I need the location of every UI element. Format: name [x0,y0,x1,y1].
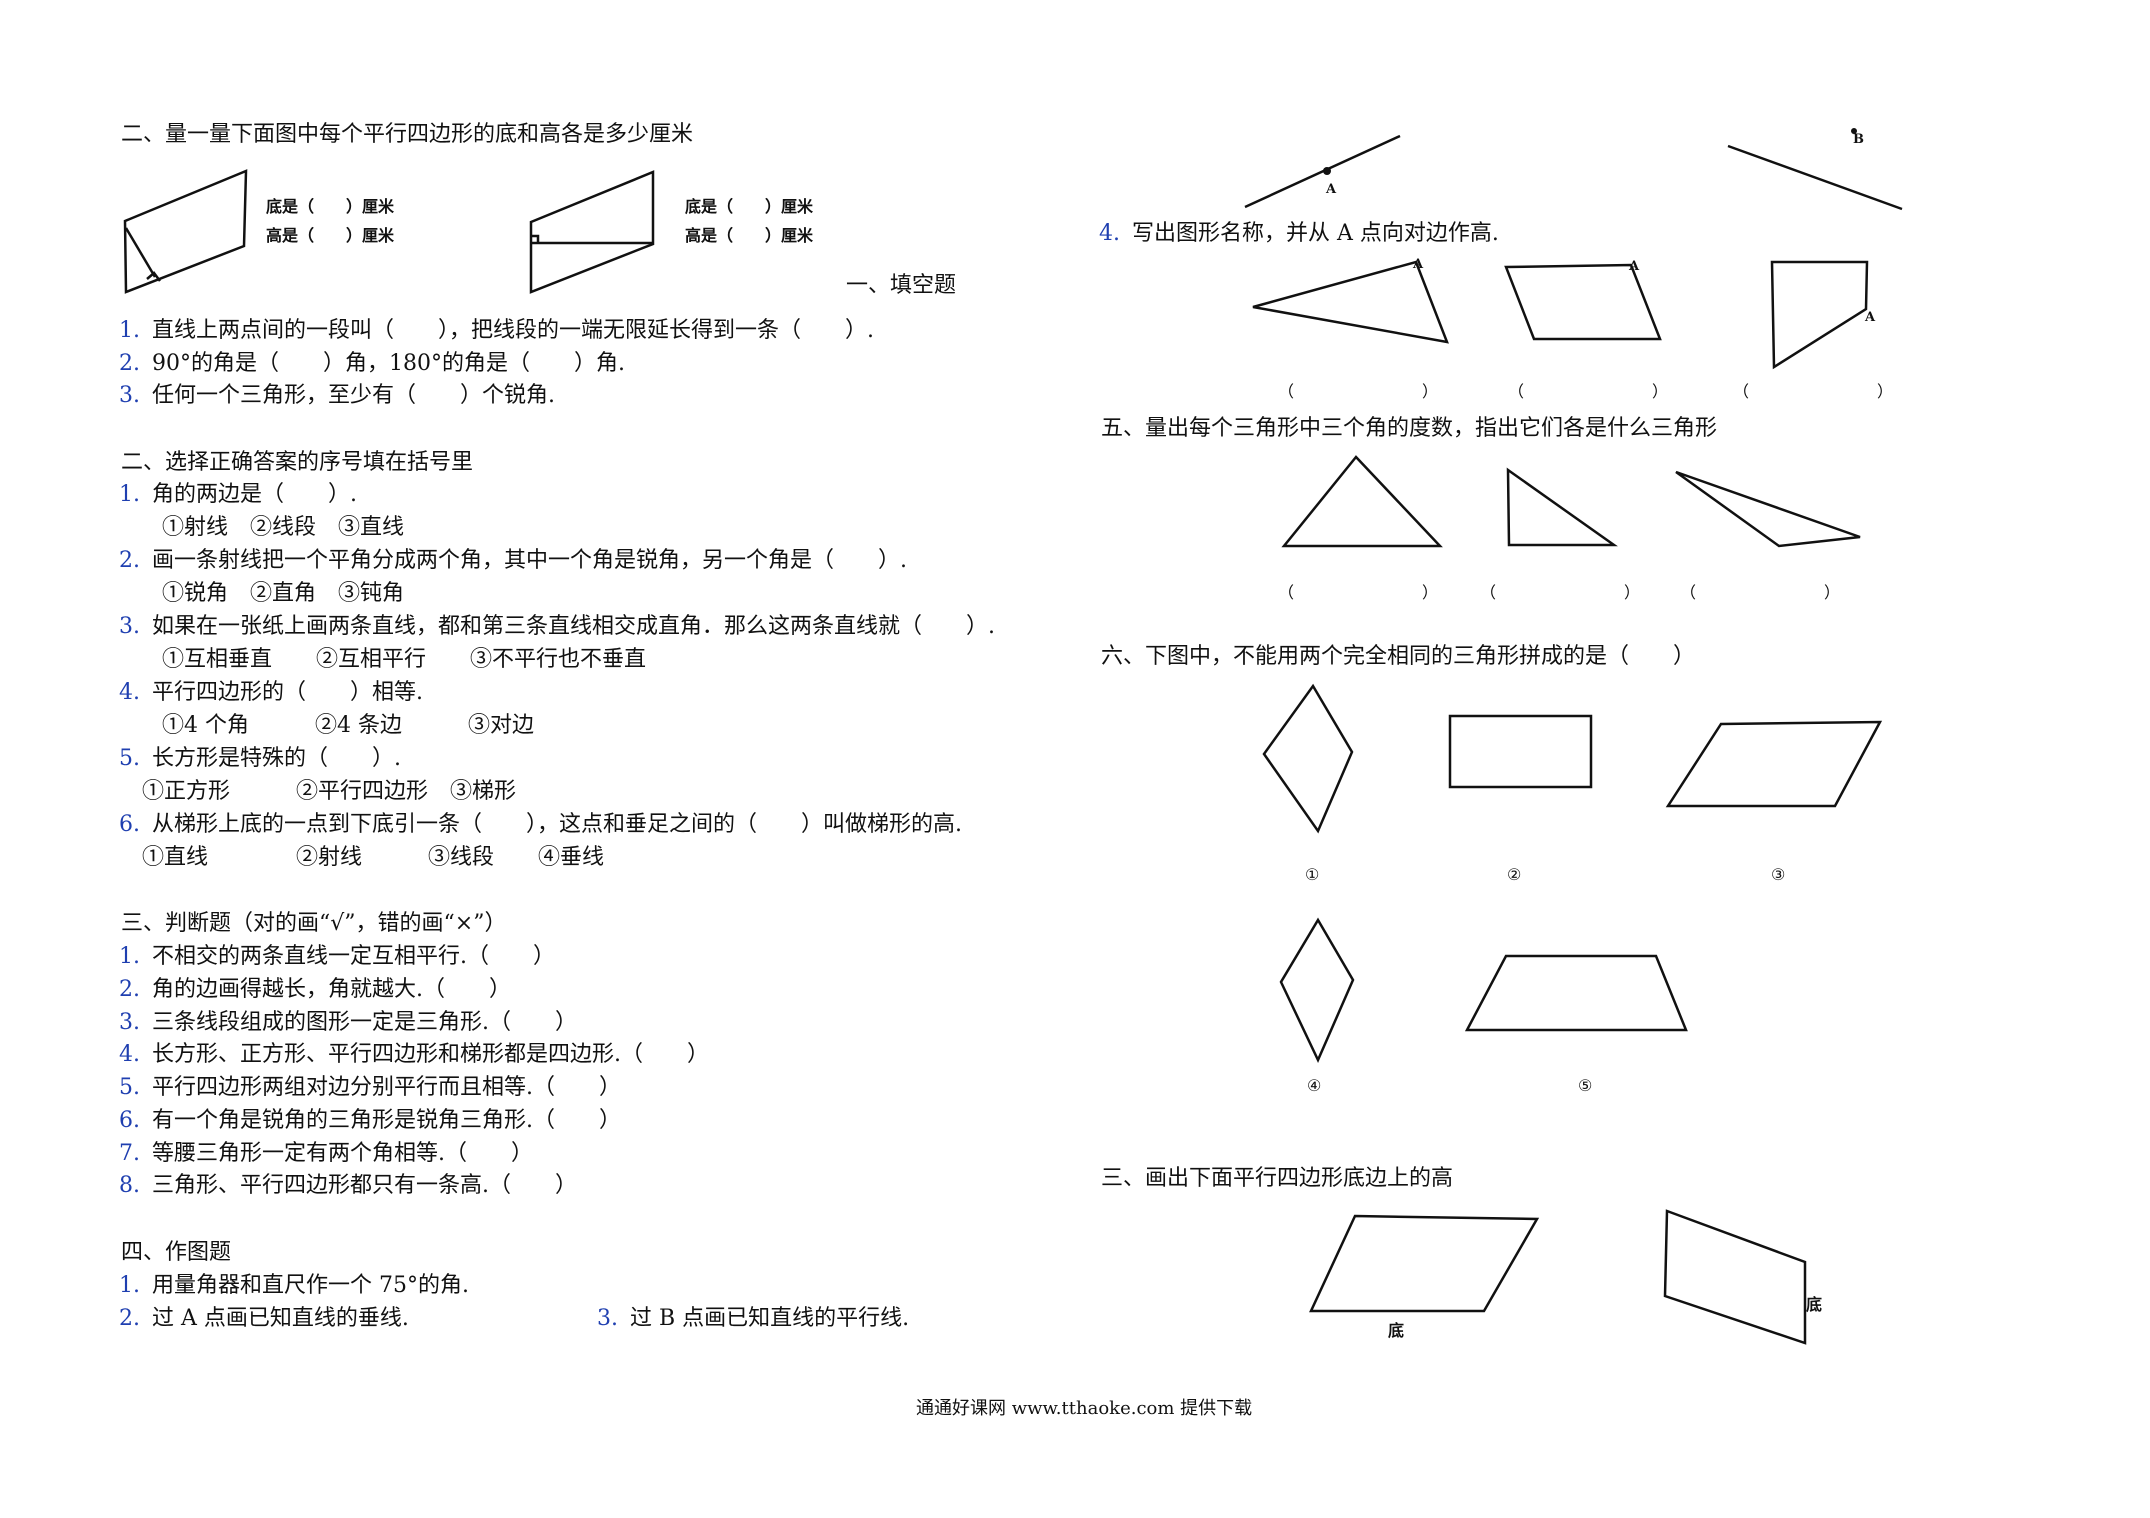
judge-item-text: 等腰三角形一定有两个角相等.（ ） [152,1141,533,1166]
judge-item-text: 角的边画得越长，角就越大.（ ） [152,977,511,1002]
fill-item-text: 任何一个三角形，至少有（ ）个锐角. [152,383,555,408]
choice-item-num: 5. [119,746,140,771]
fill-item-text: 90°的角是（ ）角，180°的角是（ ）角. [152,351,625,376]
drawing-item-num: 1. [119,1273,140,1298]
choice-item-text: 平行四边形的（ ）相等. [152,680,423,705]
q4-triangle [1252,260,1449,344]
q3-title: 三、画出下面平行四边形底边上的高 [1101,1166,1454,1191]
q6-rhombus-1 [1262,683,1354,834]
q4-text: 写出图形名称，并从 A 点向对边作高. [1132,221,1499,246]
choice-item-num: 1. [119,482,140,507]
footer-credit: 通通好课网 www.tthaoke.com 提供下载 [916,1398,1253,1419]
drawing-title: 四、作图题 [121,1240,232,1265]
q6-rectangle [1448,714,1593,789]
measure-base-1: 底是（ ）厘米 [266,197,395,216]
drawing-item-text: 过 B 点画已知直线的平行线. [630,1306,910,1331]
drawing-item-text: 用量角器和直尺作一个 75°的角. [152,1273,469,1298]
choice-item-num: 6. [119,812,140,837]
choice-item-text: 如果在一张纸上画两条直线，都和第三条直线相交成直角．那么这两条直线就（ ）. [152,614,995,639]
fill-blank-title: 一、填空题 [846,273,957,298]
q6-label-1: ① [1305,865,1320,884]
q4-vertex-label-2: A [1629,259,1640,274]
q4-blank-3: （ ） [1733,382,1894,401]
judge-item-text: 长方形、正方形、平行四边形和梯形都是四边形.（ ） [152,1042,709,1067]
choice-item-options: ①互相垂直 ②互相平行 ③不平行也不垂直 [162,647,647,672]
judge-item-num: 2. [119,977,140,1002]
choice-item-options: ①射线 ②线段 ③直线 [162,515,405,540]
judge-item-num: 7. [119,1141,140,1166]
judge-item-text: 三角形、平行四边形都只有一条高.（ ） [152,1173,577,1198]
judge-item-text: 有一个角是锐角的三角形是锐角三角形.（ ） [152,1108,621,1133]
choice-item-options: ①正方形 ②平行四边形 ③梯形 [142,779,517,804]
choice-item-num: 2. [119,548,140,573]
q5-triangle-1 [1281,455,1443,548]
judge-item-text: 不相交的两条直线一定互相平行.（ ） [152,944,555,969]
q4-quadrilateral [1770,260,1869,370]
q6-trapezoid [1464,954,1688,1032]
judge-item-num: 1. [119,944,140,969]
drawing-item-num: 3. [597,1306,618,1331]
choice-item-text: 画一条射线把一个平角分成两个角，其中一个角是锐角，另一个角是（ ）. [152,548,907,573]
q5-triangle-2 [1506,467,1618,547]
given-line-a [1244,134,1401,209]
judge-item-num: 6. [119,1108,140,1133]
choice-item-text: 从梯形上底的一点到下底引一条（ ），这点和垂足之间的（ ）叫做梯形的高. [152,812,962,837]
q6-parallelogram [1665,720,1883,808]
q5-blank-3: （ ） [1680,583,1841,602]
point-label-a: A [1326,182,1337,197]
judge-item-num: 3. [119,1010,140,1035]
q3-base-label-2: 底 [1806,1295,1823,1314]
choice-item-num: 3. [119,614,140,639]
choice-item-options: ①锐角 ②直角 ③钝角 [162,581,405,606]
judge-title: 三、判断题（对的画“√”，错的画“×”） [121,911,507,936]
q3-base-label-1: 底 [1388,1321,1405,1340]
measure-height-2: 高是（ ）厘米 [685,226,814,245]
measure-base-2: 底是（ ）厘米 [685,197,814,216]
fill-item-num: 2. [119,351,140,376]
choice-item-options: ①4 个角 ②4 条边 ③对边 [162,713,534,738]
q3-parallelogram-2 [1663,1209,1807,1345]
q5-blank-2: （ ） [1480,583,1641,602]
choice-item-text: 角的两边是（ ）. [152,482,357,507]
q4-blank-2: （ ） [1508,382,1669,401]
q6-label-3: ③ [1771,865,1786,884]
q4-num: 4. [1099,221,1120,246]
choice-item-text: 长方形是特殊的（ ）. [152,746,401,771]
q4-vertex-label-1: A [1413,257,1424,272]
fill-item-num: 1. [119,318,140,343]
q5-title: 五、量出每个三角形中三个角的度数，指出它们各是什么三角形 [1101,416,1718,441]
point-label-b: B [1853,132,1864,147]
measure-height-1: 高是（ ）厘米 [266,226,395,245]
drawing-item-num: 2. [119,1306,140,1331]
q5-blank-1: （ ） [1278,583,1439,602]
judge-item-num: 5. [119,1075,140,1100]
judge-item-num: 4. [119,1042,140,1067]
q3-parallelogram-1 [1309,1214,1540,1313]
fill-item-num: 3. [119,383,140,408]
measure-title: 二、量一量下面图中每个平行四边形的底和高各是多少厘米 [121,122,694,147]
q4-blank-1: （ ） [1278,382,1439,401]
fill-item-text: 直线上两点间的一段叫（ ），把线段的一端无限延长得到一条（ ）. [152,318,874,343]
choice-title: 二、选择正确答案的序号填在括号里 [121,450,474,475]
q6-rhombus-2 [1279,917,1355,1064]
judge-item-num: 8. [119,1173,140,1198]
q6-title: 六、下图中，不能用两个完全相同的三角形拼成的是（ ） [1101,644,1696,669]
judge-item-text: 平行四边形两组对边分别平行而且相等.（ ） [152,1075,621,1100]
choice-item-options: ①直线 ②射线 ③线段 ④垂线 [142,845,605,870]
choice-item-num: 4. [119,680,140,705]
drawing-item-text: 过 A 点画已知直线的垂线. [152,1306,409,1331]
q6-label-4: ④ [1307,1076,1322,1095]
q6-label-5: ⑤ [1578,1076,1593,1095]
q4-vertex-label-3: A [1865,310,1876,325]
q5-triangle-3 [1675,470,1861,548]
q4-parallelogram [1504,263,1662,341]
judge-item-text: 三条线段组成的图形一定是三角形.（ ） [152,1010,577,1035]
given-line-b [1727,144,1903,211]
q6-label-2: ② [1507,865,1522,884]
